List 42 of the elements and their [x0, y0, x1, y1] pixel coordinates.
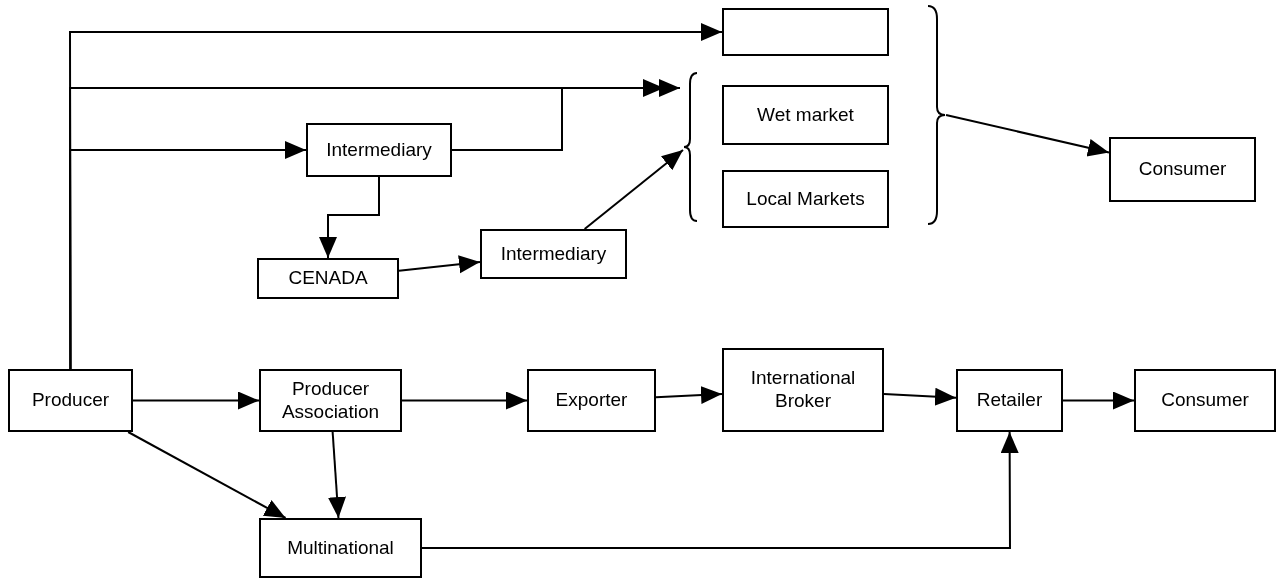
arrow — [132, 391, 260, 410]
curly-brace — [683, 72, 697, 222]
arrow — [883, 387, 957, 406]
process-box — [259, 518, 422, 578]
process-box — [8, 369, 133, 432]
node-label: International Broker — [749, 367, 857, 413]
curly-brace — [928, 5, 946, 225]
node-label: Intermediary — [500, 242, 607, 266]
process-box — [722, 85, 889, 145]
node-label: Consumer — [1138, 158, 1227, 181]
node-label: Local Markets — [746, 187, 865, 211]
node-label: Intermediary — [326, 138, 432, 162]
arrow — [945, 114, 1110, 157]
node-label: Wet market — [757, 103, 854, 127]
process-box — [259, 369, 402, 432]
process-box — [257, 258, 399, 299]
process-box — [956, 369, 1063, 432]
node-label: CENADA — [288, 267, 368, 290]
arrow — [655, 386, 723, 405]
node-label: Consumer — [1161, 389, 1249, 412]
arrow — [401, 391, 528, 410]
node-label: Exporter — [555, 389, 628, 412]
process-box — [1134, 369, 1276, 432]
process-box — [722, 348, 884, 432]
arrow — [398, 255, 481, 274]
node-label: Multinational — [287, 536, 394, 560]
empty-box — [722, 8, 889, 56]
arrow — [1062, 391, 1135, 410]
node-label: Retailer — [976, 389, 1043, 412]
arrow — [69, 141, 307, 370]
process-box — [722, 170, 889, 228]
arrow — [583, 149, 684, 230]
process-box — [480, 229, 627, 279]
arrow — [421, 431, 1019, 549]
process-box — [306, 123, 452, 177]
process-box — [1109, 137, 1256, 202]
node-label: Producer Association — [280, 377, 381, 424]
node-label: Producer — [31, 389, 110, 412]
arrow — [127, 431, 287, 519]
arrow — [319, 176, 380, 259]
process-box — [527, 369, 656, 432]
arrow — [328, 431, 347, 519]
